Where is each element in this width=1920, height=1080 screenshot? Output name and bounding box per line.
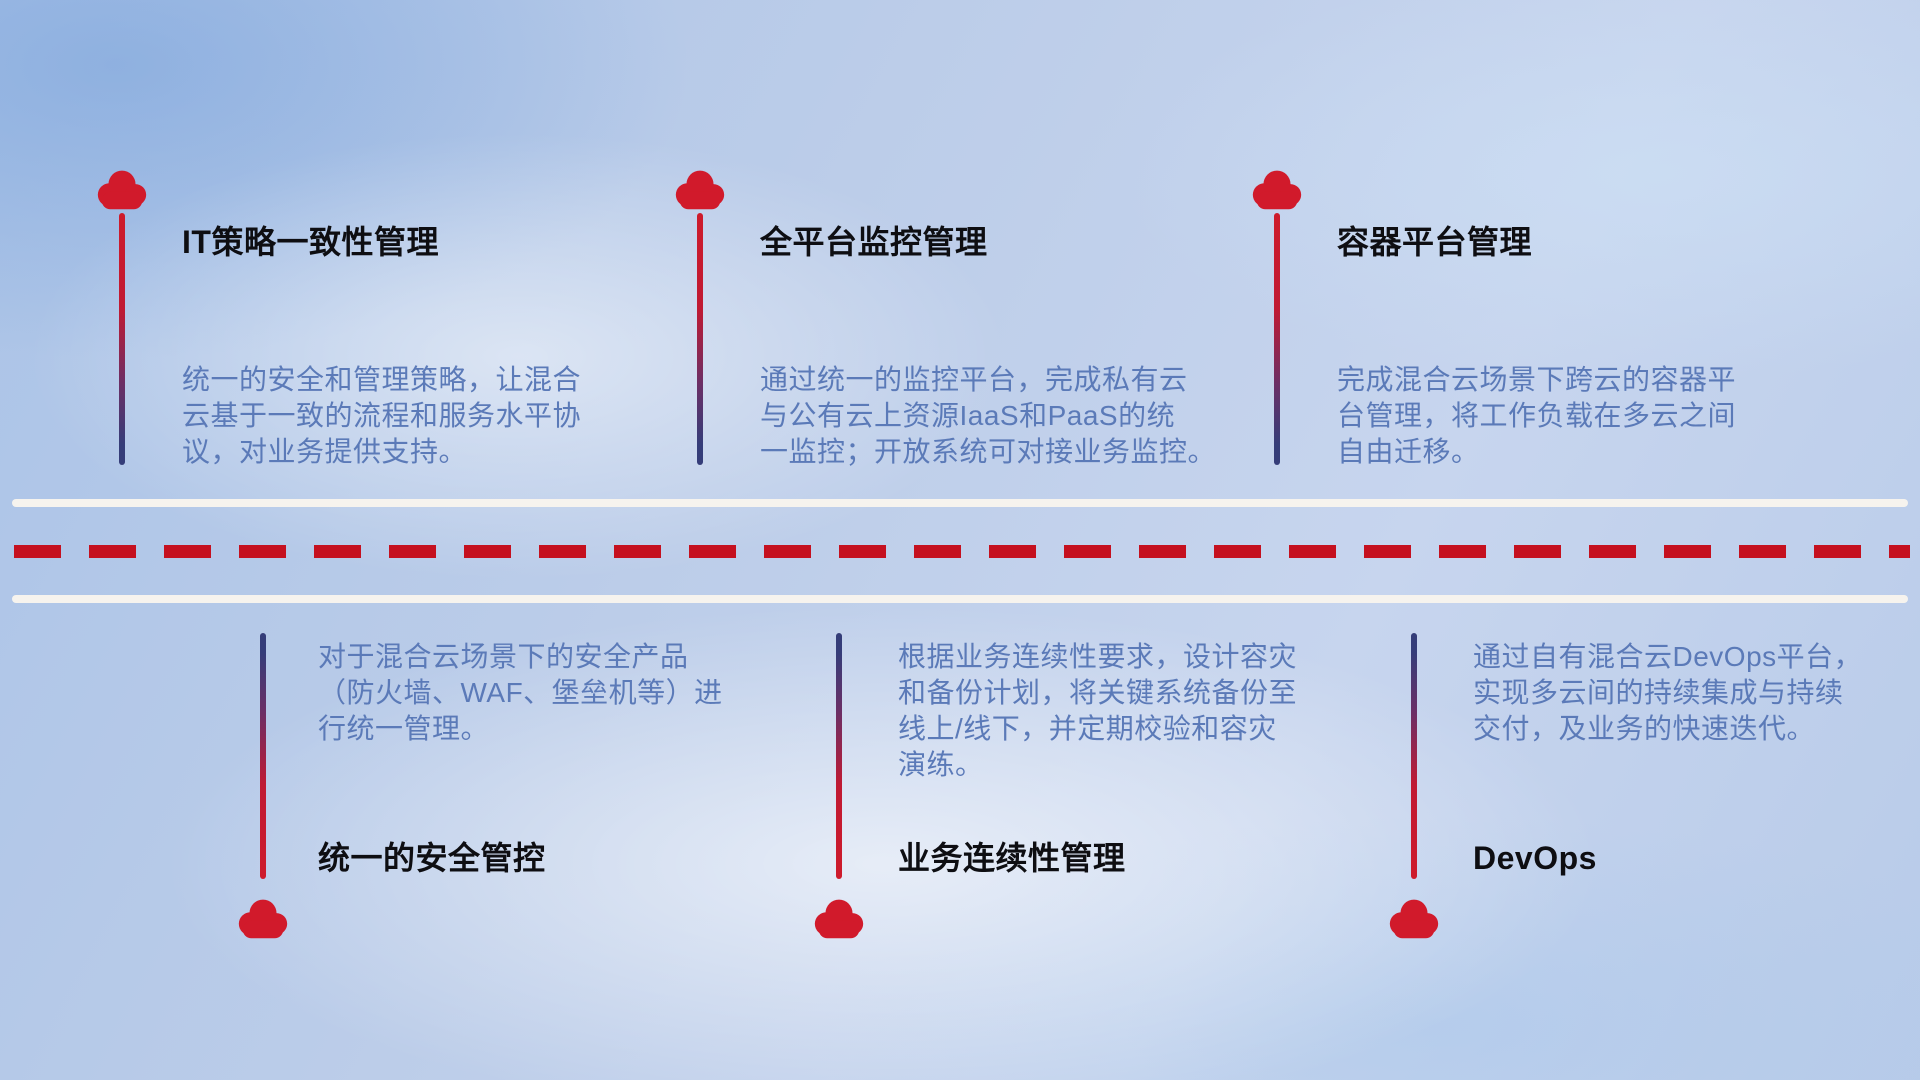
road-edge-line-top — [12, 499, 1908, 507]
timeline-line — [1411, 633, 1417, 879]
timeline-line — [836, 633, 842, 879]
item-container-platform: 容器平台管理 完成混合云场景下跨云的容器平 台管理，将工作负载在多云之间 自由迁… — [1337, 222, 1736, 470]
timeline-line — [119, 213, 125, 465]
timeline-line — [1274, 213, 1280, 465]
timeline-line — [697, 213, 703, 465]
item-desc: 通过自有混合云DevOps平台， 实现多云间的持续集成与持续 交付，及业务的快速… — [1473, 641, 1863, 744]
pin-top-1 — [93, 168, 151, 465]
pin-top-3 — [1248, 168, 1306, 465]
cloud-icon — [1389, 899, 1439, 939]
timeline-line — [260, 633, 266, 879]
item-business-continuity: 根据业务连续性要求，设计容灾 和备份计划，将关键系统备份至 线上/线下，并定期校… — [898, 639, 1298, 876]
cloud-icon — [675, 170, 725, 210]
item-devops: 通过自有混合云DevOps平台， 实现多云间的持续集成与持续 交付，及业务的快速… — [1473, 639, 1863, 876]
item-title: 统一的安全管控 — [318, 840, 546, 876]
item-title: 全平台监控管理 — [760, 224, 988, 260]
cloud-icon — [97, 170, 147, 210]
cloud-icon — [1252, 170, 1302, 210]
pin-bottom-1 — [234, 633, 292, 939]
item-desc: 通过统一的监控平台，完成私有云 与公有云上资源IaaS和PaaS的统 一监控；开… — [760, 364, 1217, 467]
pin-bottom-3 — [1385, 633, 1443, 939]
item-desc: 根据业务连续性要求，设计容灾 和备份计划，将关键系统备份至 线上/线下，并定期校… — [898, 641, 1298, 780]
item-title: 容器平台管理 — [1337, 224, 1533, 260]
item-title: IT策略一致性管理 — [182, 224, 439, 260]
item-title: DevOps — [1473, 840, 1597, 876]
pin-top-2 — [671, 168, 729, 465]
road-center-dashed-line — [14, 545, 1910, 558]
item-title: 业务连续性管理 — [898, 840, 1126, 876]
item-desc: 完成混合云场景下跨云的容器平 台管理，将工作负载在多云之间 自由迁移。 — [1337, 364, 1737, 467]
road-edge-line-bottom — [12, 595, 1908, 603]
pin-bottom-2 — [810, 633, 868, 939]
item-desc: 统一的安全和管理策略，让混合 云基于一致的流程和服务水平协 议，对业务提供支持。 — [182, 364, 582, 467]
cloud-icon — [814, 899, 864, 939]
item-unified-security: 对于混合云场景下的安全产品 （防火墙、WAF、堡垒机等）进 行统一管理。 统一的… — [318, 639, 723, 876]
item-it-policy: IT策略一致性管理 统一的安全和管理策略，让混合 云基于一致的流程和服务水平协 … — [182, 222, 581, 470]
item-platform-monitoring: 全平台监控管理 通过统一的监控平台，完成私有云 与公有云上资源IaaS和PaaS… — [760, 222, 1216, 470]
item-desc: 对于混合云场景下的安全产品 （防火墙、WAF、堡垒机等）进 行统一管理。 — [318, 641, 723, 744]
cloud-icon — [238, 899, 288, 939]
